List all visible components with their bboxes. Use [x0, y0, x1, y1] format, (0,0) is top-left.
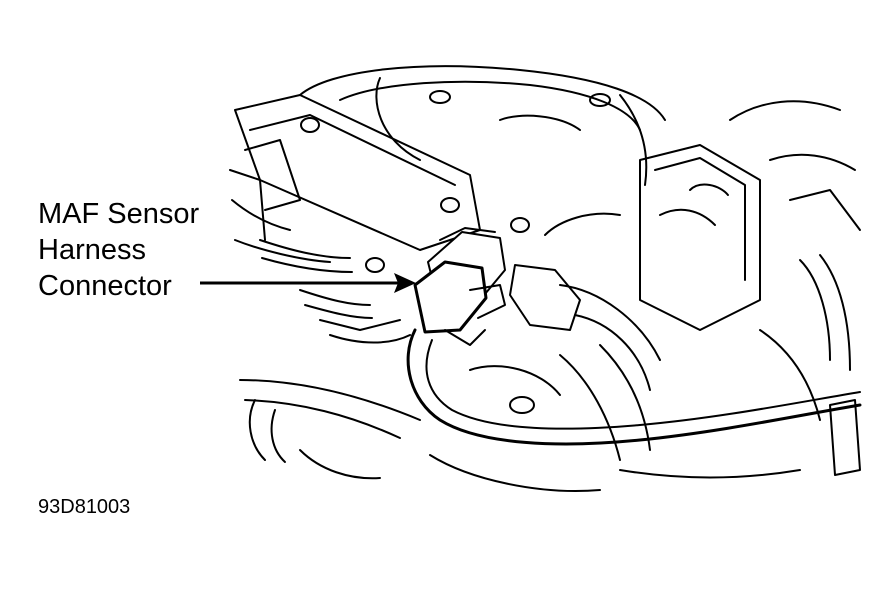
air-cleaner-housing — [299, 65, 666, 186]
callout-line-2: Harness — [38, 234, 146, 266]
far-right-lines — [729, 100, 861, 476]
maf-harness-connector — [413, 227, 506, 346]
wiring-harness — [239, 328, 862, 446]
callout-line-1: MAF Sensor — [38, 198, 200, 230]
callout-line-3: Connector — [38, 270, 172, 302]
relay-box — [639, 144, 761, 331]
callout-arrow — [200, 273, 416, 293]
left-vacuum-lines — [259, 239, 411, 344]
figure-id: 93D81003 — [38, 496, 131, 518]
lower-engine-parts — [248, 365, 801, 492]
right-air-hoses — [509, 212, 661, 461]
callout-label: MAF Sensor Harness Connector — [38, 196, 199, 304]
mounting-plate — [229, 94, 481, 263]
